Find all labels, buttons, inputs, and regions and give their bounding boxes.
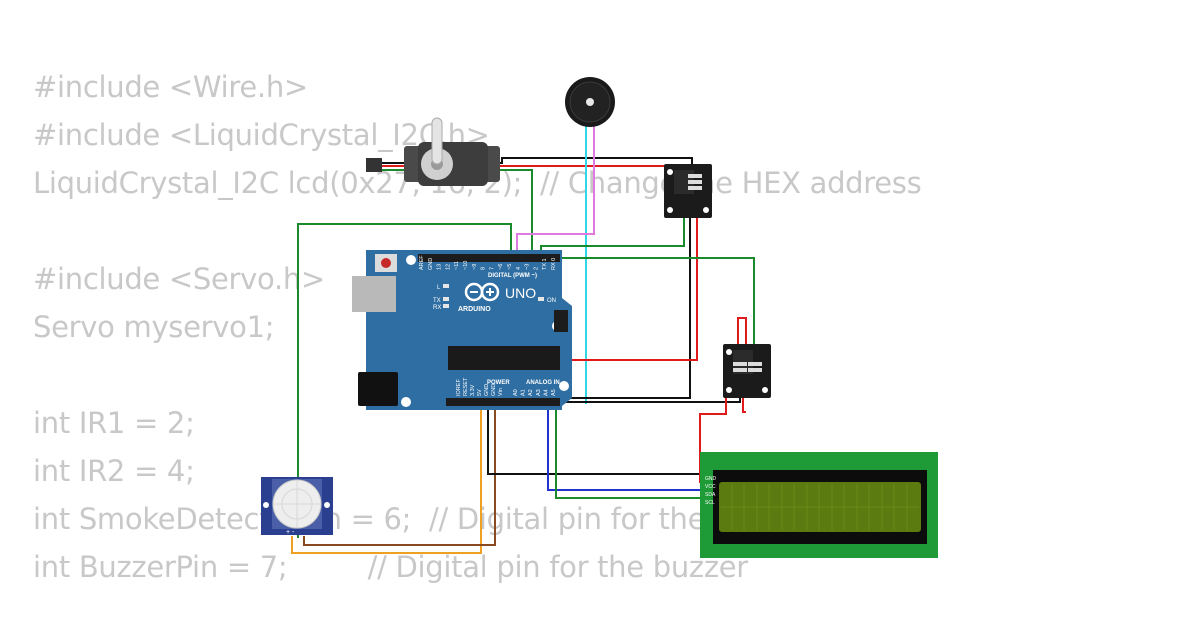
code-line: int IR1 = 2; xyxy=(33,406,195,440)
pin-label: IOREF xyxy=(456,379,462,396)
wire-pir-signal xyxy=(297,223,512,538)
wire-ir2-gnd xyxy=(565,398,741,403)
led-tx-label: TX xyxy=(433,298,441,304)
power-header-label: POWER xyxy=(487,380,510,386)
pin-label: 13 xyxy=(437,264,443,270)
lcd-character-grid xyxy=(721,484,919,530)
pir-pin-labels: + - xyxy=(286,529,295,536)
buzzer xyxy=(565,77,615,127)
lcd-pin-label: SCL xyxy=(705,500,715,506)
led-on-label: ON xyxy=(547,298,556,304)
analog-header-label: ANALOG IN xyxy=(526,380,560,386)
board-model-label: UNO xyxy=(505,285,536,301)
wire-lcd-sda xyxy=(547,398,704,491)
arduino-uno-board: UNO ARDUINO DIGITAL (PWM ~) POWER ANALOG… xyxy=(352,250,572,410)
usb-port xyxy=(352,276,396,312)
ir-sensor-1 xyxy=(664,164,712,218)
pin-label: AREF xyxy=(419,255,425,270)
code-line: int IR2 = 4; xyxy=(33,454,195,488)
lcd-pin-labels: GND VCC SDA SCL xyxy=(705,476,717,506)
pin-label: ~9 xyxy=(472,264,478,270)
pin-label: A0 xyxy=(513,389,519,396)
pin-label: 7 xyxy=(489,267,495,270)
wire-lcd-scl xyxy=(555,398,704,499)
led-l-label: L xyxy=(437,285,441,291)
pin-label: GND xyxy=(484,384,490,396)
pin-label: 2 xyxy=(533,267,539,270)
pin-label: Vin xyxy=(498,388,504,396)
lcd-pin-label: VCC xyxy=(705,484,716,490)
pin-label: RX 0 xyxy=(551,258,557,270)
pin-label: 12 xyxy=(445,264,451,270)
code-line: int BuzzerPin = 7; // Digital pin for th… xyxy=(33,550,748,584)
pin-label: 8 xyxy=(481,267,487,270)
wire-pir-vcc xyxy=(291,398,482,554)
wire-buzzer-pink xyxy=(516,126,595,258)
pin-label: ~11 xyxy=(454,261,460,270)
pir-motion-sensor: + - xyxy=(261,477,333,536)
code-line: #include <Servo.h> xyxy=(33,262,325,296)
digital-header-label: DIGITAL (PWM ~) xyxy=(488,273,537,279)
arduino-logo xyxy=(464,282,500,302)
pin-label: RESET xyxy=(463,377,469,396)
lcd-pin-label: SDA xyxy=(705,492,716,498)
microcontroller-chip xyxy=(448,346,560,370)
pin-label: A2 xyxy=(528,389,534,396)
wire-ir1-gnd xyxy=(560,218,691,399)
servo-motor xyxy=(366,117,500,186)
pin-label: GND xyxy=(428,258,434,270)
pin-label: 4 xyxy=(516,267,522,270)
wire-pir-gnd xyxy=(303,398,496,546)
board-brand-label: ARDUINO xyxy=(458,306,491,313)
pin-label: A4 xyxy=(543,389,549,396)
pin-label: ~10 xyxy=(463,261,469,270)
code-line: Servo myservo1; xyxy=(33,310,275,344)
pin-label: 3.3V xyxy=(470,384,476,396)
pin-label: ~6 xyxy=(498,264,504,270)
wire-ir1-signal xyxy=(540,218,685,258)
power-jack xyxy=(358,372,398,406)
code-line: #include <Wire.h> xyxy=(33,70,308,104)
pin-label: ~3 xyxy=(525,264,531,270)
led-rx-label: RX xyxy=(433,305,441,311)
lcd-16x2-display: GND VCC SDA SCL xyxy=(700,452,938,558)
lcd-pin-label: GND xyxy=(705,476,717,482)
pin-label: TX 1 xyxy=(542,258,548,270)
ir-sensor-2 xyxy=(723,344,771,398)
pin-label: 5V xyxy=(477,389,483,396)
pin-label: A5 xyxy=(551,389,557,396)
wire-ir2-signal xyxy=(546,257,755,344)
pin-label: ~5 xyxy=(507,264,513,270)
wire-lcd-gnd xyxy=(487,398,704,475)
pin-label: A3 xyxy=(536,389,542,396)
pin-label: A1 xyxy=(521,389,527,396)
wire-ir2-vcc2 xyxy=(742,398,746,413)
pin-label: GND xyxy=(491,384,497,396)
